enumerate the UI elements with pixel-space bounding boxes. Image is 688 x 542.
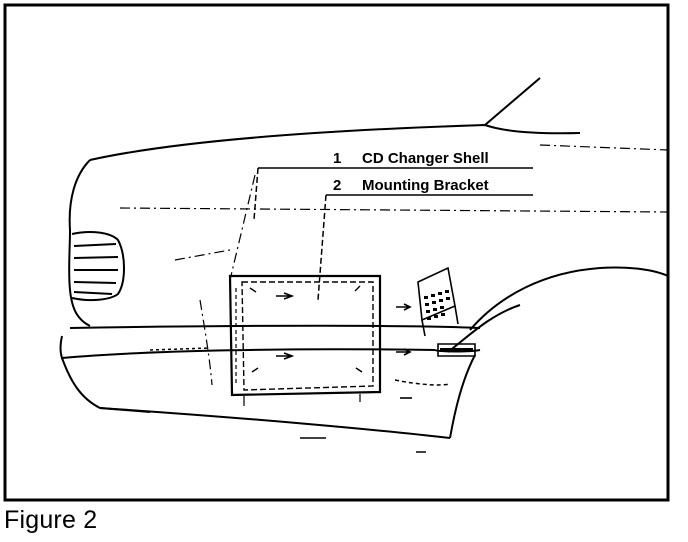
callout-1-number: 1 [333, 150, 341, 167]
front-grille [71, 231, 125, 302]
perforated-panel [417, 266, 476, 357]
callout-2: 2 Mounting Bracket [333, 177, 489, 194]
body-character-lines [119, 144, 669, 386]
callout-leaders [253, 167, 533, 301]
callout-2-label: Mounting Bracket [362, 177, 489, 194]
misc-marks [149, 347, 451, 453]
callout-1: 1 CD Changer Shell [333, 150, 489, 167]
figure-caption: Figure 2 [4, 506, 98, 534]
insertion-arrows [396, 303, 412, 399]
callout-1-label: CD Changer Shell [362, 150, 489, 167]
mounting-bracket [241, 281, 374, 391]
cd-changer-shell [228, 274, 382, 406]
figure-border [3, 3, 670, 502]
callout-2-number: 2 [333, 177, 341, 194]
car-body-outline [59, 77, 669, 439]
